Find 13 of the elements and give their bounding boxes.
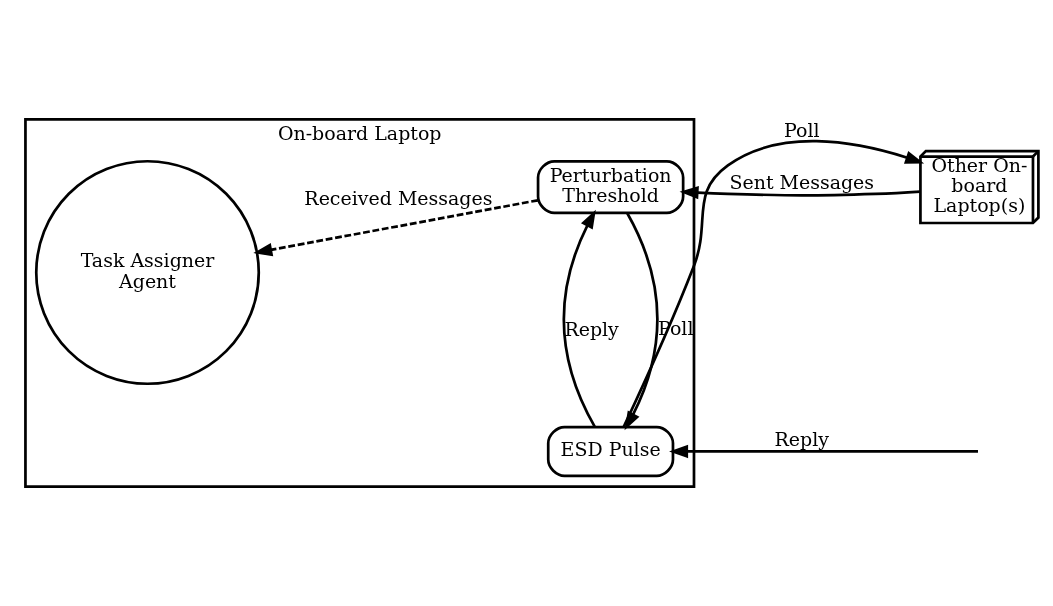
edge-label: Reply — [564, 317, 619, 340]
arrow — [622, 139, 925, 428]
edge-label: Sent Messages — [729, 170, 875, 193]
node-box: ESD Pulse — [546, 425, 675, 478]
arrow — [562, 209, 596, 428]
edge-label: Reply — [774, 428, 830, 451]
node-box: Perturbation Threshold — [536, 159, 685, 215]
edge-label: Received Messages — [304, 186, 493, 209]
arrow — [669, 444, 978, 459]
arrow — [253, 199, 539, 257]
arrow — [679, 186, 921, 200]
edge-label: Poll — [784, 119, 820, 142]
node-circle: Task Assigner Agent — [34, 159, 261, 386]
